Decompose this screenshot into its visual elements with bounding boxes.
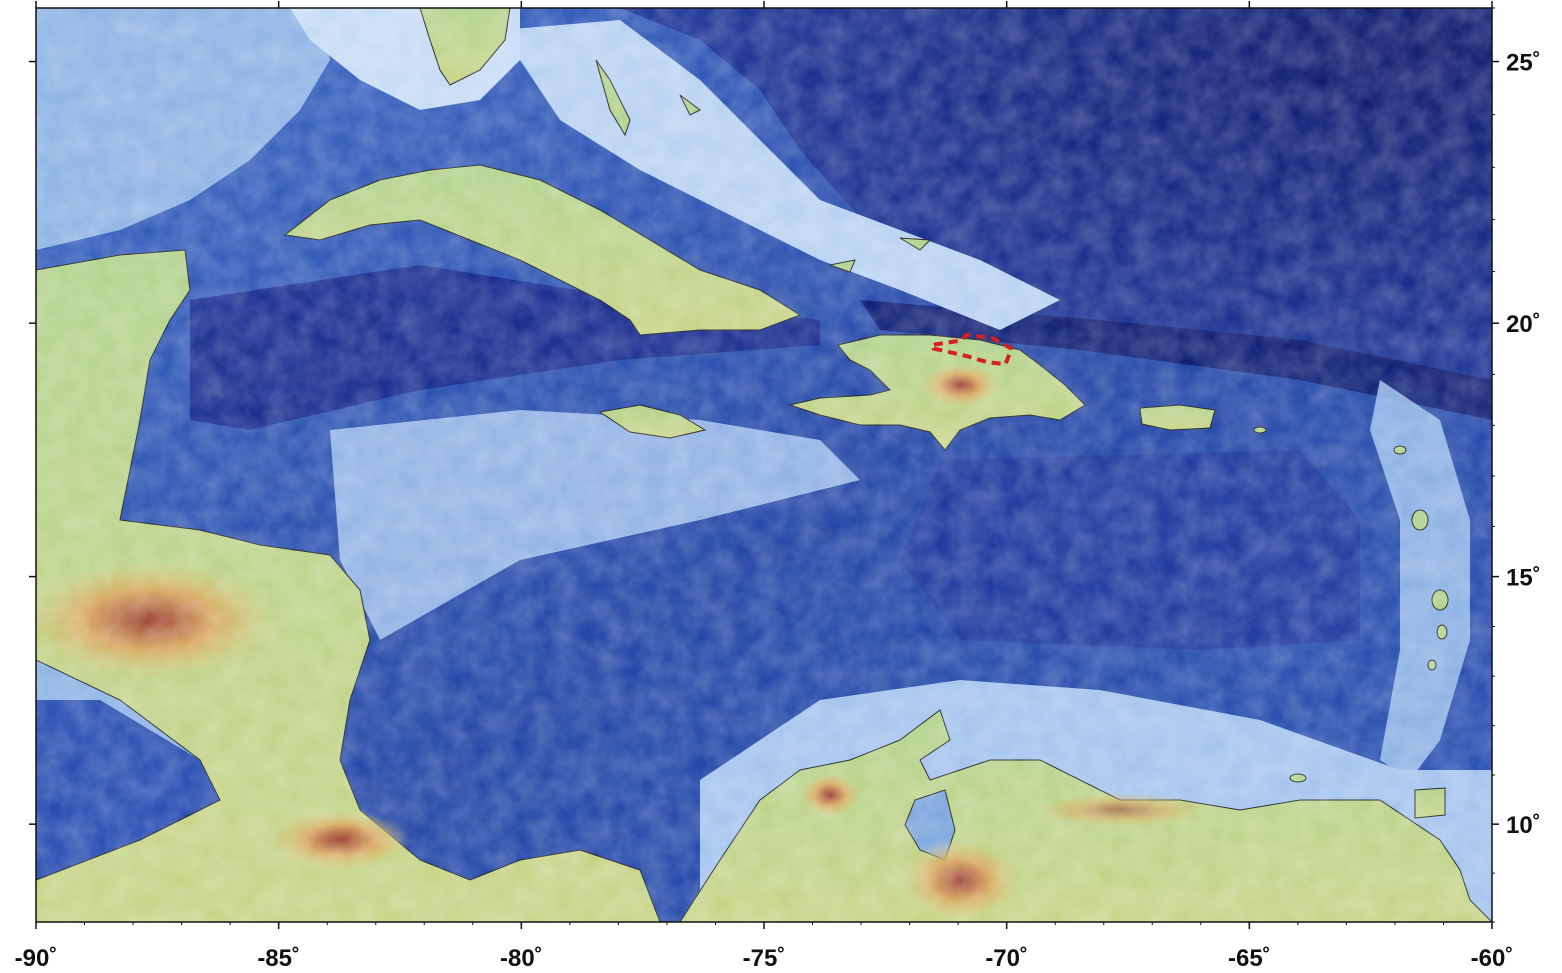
y-axis-labels: 25˚ 20˚ 15˚ 10˚	[1506, 50, 1541, 840]
y-tick-label: 20˚	[1506, 311, 1541, 338]
y-tick-label: 25˚	[1506, 50, 1541, 77]
y-tick-label: 15˚	[1506, 565, 1541, 592]
x-tick-label: -85˚	[257, 945, 300, 972]
x-tick-label: -60˚	[1471, 945, 1514, 972]
map-layers	[36, 8, 1492, 922]
relief-texture	[36, 8, 1492, 922]
x-tick-label: -90˚	[15, 945, 58, 972]
axis-ticks	[29, 1, 1499, 929]
study-area-outline	[931, 332, 1015, 367]
y-tick-label: 10˚	[1506, 812, 1541, 839]
x-tick-label: -70˚	[985, 945, 1028, 972]
x-axis-labels: -90˚ -85˚ -80˚ -75˚ -70˚ -65˚ -60˚	[15, 945, 1514, 972]
x-tick-label: -75˚	[743, 945, 786, 972]
x-tick-label: -80˚	[500, 945, 543, 972]
x-tick-label: -65˚	[1228, 945, 1271, 972]
